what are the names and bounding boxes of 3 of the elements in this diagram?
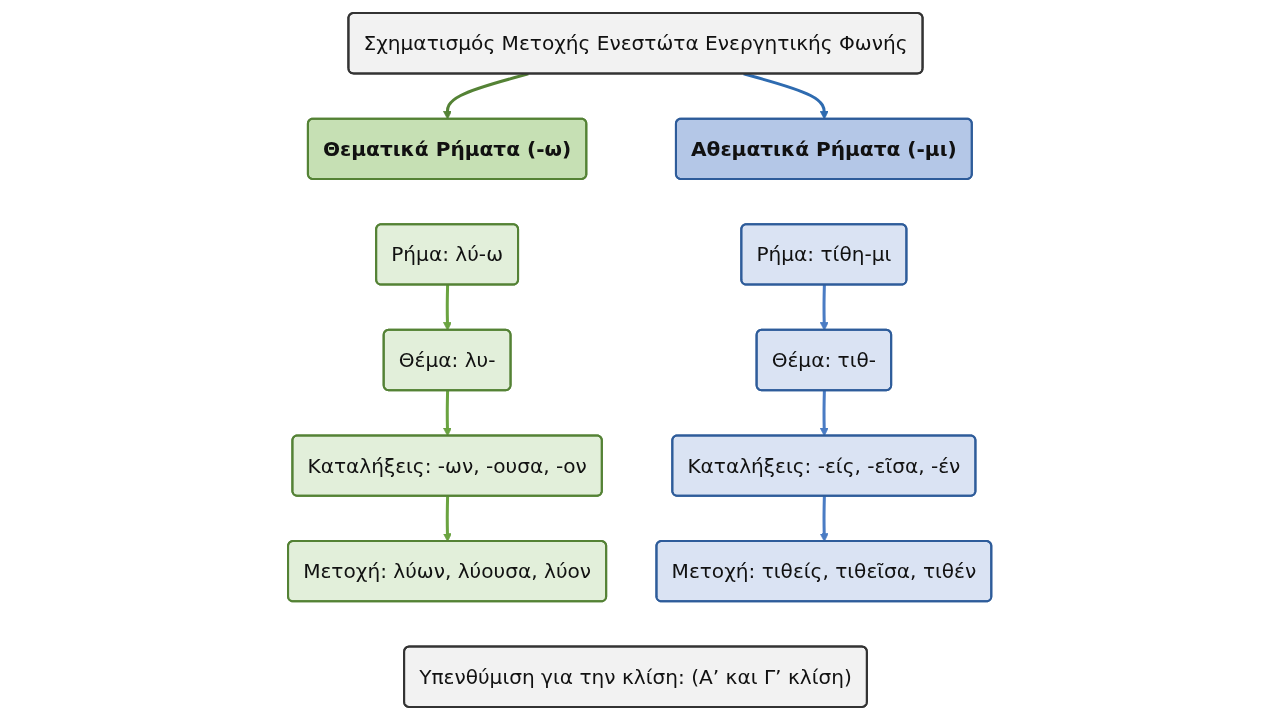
- flowchart: Σχηματισμός Μετοχής Ενεστώτα Ενεργητικής Φωνής Θεματικά Ρήματα (-ω) Αθεματικά Ρήματα (-μι) Ρήμα: λύ-ω Θέμα: λυ- Καταλήξεις: -ων, -ουσα, -ον Μετοχή: λύων, λύουσα, λύον Ρήμα: τίθη-μι Θέμα: τιθ- Καταλήξεις: -είς, -εῖσα, -έν Μετοχή: τιθείς, τιθεῖσα, τιθέν Υπενθύμιση για την κλίση: (Α’ και Γ’ κλίση): [280, 5, 1000, 715]
- arrow: [443, 496, 453, 542]
- arrow: [820, 496, 829, 542]
